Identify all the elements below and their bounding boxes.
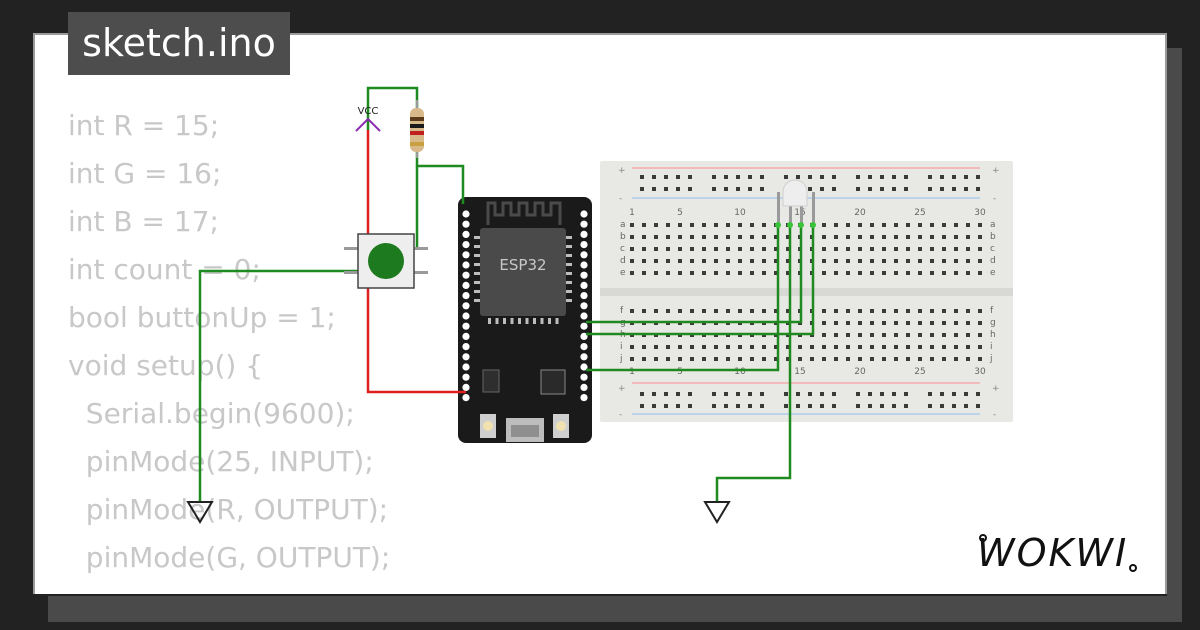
row-letter: c bbox=[620, 244, 625, 254]
column-number: 1 bbox=[629, 208, 635, 218]
rail-minus-label: - bbox=[993, 410, 996, 420]
row-letter: c bbox=[990, 244, 995, 254]
sketch-filename-tab[interactable]: sketch.ino bbox=[68, 12, 290, 75]
breadboard: + + - - + + - - 1 5 10 15 20 25 30 1 5 1… bbox=[600, 161, 1013, 422]
esp32-pin-headers bbox=[462, 210, 588, 402]
row-letter: d bbox=[620, 256, 626, 266]
row-letter: e bbox=[990, 268, 996, 278]
row-letter: b bbox=[620, 232, 626, 242]
card-shadow-strip bbox=[48, 596, 1182, 622]
code-line: int B = 17; bbox=[68, 205, 219, 238]
pushbutton[interactable] bbox=[344, 233, 428, 289]
wire-vcc-red bbox=[366, 130, 466, 394]
row-letter: a bbox=[620, 220, 626, 230]
rail-plus-label: + bbox=[618, 384, 626, 394]
code-line: int R = 15; bbox=[68, 109, 220, 142]
column-number: 20 bbox=[854, 367, 866, 377]
column-number: 10 bbox=[734, 208, 746, 218]
column-number: 15 bbox=[794, 367, 805, 377]
esp32-label: ESP32 bbox=[499, 256, 546, 274]
row-letter: b bbox=[990, 232, 996, 242]
column-number: 5 bbox=[677, 208, 683, 218]
column-number: 10 bbox=[734, 367, 746, 377]
rail-minus-label: - bbox=[619, 410, 622, 420]
wires bbox=[198, 86, 815, 502]
row-letter: e bbox=[620, 268, 626, 278]
code-line: Serial.begin(9600); bbox=[68, 397, 355, 430]
rail-plus-label: + bbox=[992, 166, 1000, 176]
row-letter: f bbox=[990, 306, 994, 316]
column-number: 20 bbox=[854, 208, 866, 218]
row-letter: j bbox=[989, 354, 993, 364]
vcc-symbol[interactable]: VCC bbox=[355, 106, 381, 132]
row-letter: a bbox=[990, 220, 996, 230]
rail-minus-label: - bbox=[619, 194, 622, 204]
code-line: void setup() { bbox=[68, 349, 264, 382]
wire-led-gnd bbox=[715, 226, 792, 502]
row-letter: g bbox=[990, 318, 996, 328]
row-letter: d bbox=[990, 256, 996, 266]
column-number: 5 bbox=[677, 367, 683, 377]
breadboard-holes bbox=[630, 175, 982, 408]
column-number: 30 bbox=[974, 208, 986, 218]
wokwi-logo[interactable]: WOKWI bbox=[975, 528, 1153, 578]
code-line: pinMode(R, OUTPUT); bbox=[68, 493, 389, 526]
ground-symbol-right bbox=[703, 501, 731, 524]
wire-resistor-gpio bbox=[415, 152, 465, 204]
code-line: int G = 16; bbox=[68, 157, 222, 190]
wire-vcc-resistor bbox=[366, 86, 419, 130]
rgb-led[interactable] bbox=[775, 179, 816, 228]
resistor[interactable] bbox=[410, 100, 424, 158]
row-letter: j bbox=[619, 354, 623, 364]
wire-led-red bbox=[586, 226, 780, 372]
wire-led-blue bbox=[586, 226, 803, 324]
code-line: pinMode(25, INPUT); bbox=[68, 445, 374, 478]
row-letter: i bbox=[620, 342, 623, 352]
rail-minus-label: - bbox=[993, 194, 996, 204]
column-number: 25 bbox=[914, 367, 925, 377]
wokwi-logo-text: WOKWI bbox=[977, 531, 1128, 575]
code-line: bool buttonUp = 1; bbox=[68, 301, 336, 334]
row-letter: f bbox=[620, 306, 624, 316]
code-line: pinMode(G, OUTPUT); bbox=[68, 541, 391, 574]
esp32-module-pins bbox=[474, 236, 572, 324]
wire-button-gnd bbox=[198, 269, 358, 502]
rail-plus-label: + bbox=[992, 384, 1000, 394]
column-number: 30 bbox=[974, 367, 986, 377]
vcc-label: VCC bbox=[358, 106, 379, 117]
wire-led-green bbox=[586, 226, 815, 336]
row-letter: h bbox=[990, 330, 996, 340]
column-number: 1 bbox=[629, 367, 635, 377]
column-number: 25 bbox=[914, 208, 925, 218]
code-line: int count = 0; bbox=[68, 253, 261, 286]
row-letter: i bbox=[990, 342, 993, 352]
ground-symbol-left bbox=[186, 501, 214, 524]
esp32-board[interactable]: ESP32 bbox=[458, 197, 592, 443]
rail-plus-label: + bbox=[618, 166, 626, 176]
